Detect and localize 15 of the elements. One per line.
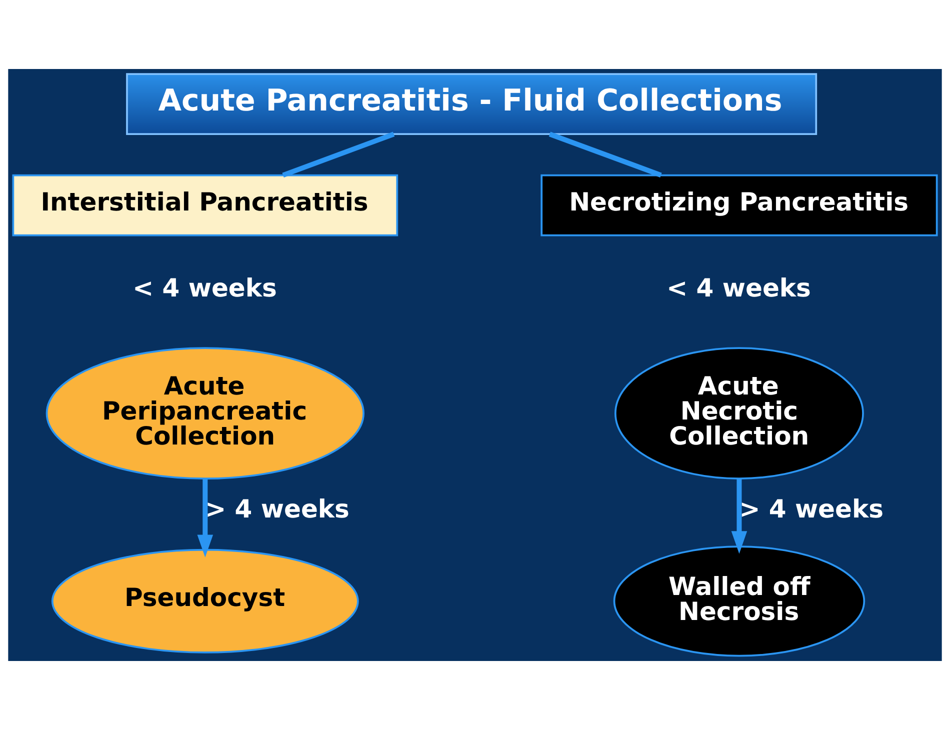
arrow <box>731 478 748 554</box>
node-ellipse: Pseudocyst <box>51 548 359 653</box>
label: < 4 weeks <box>132 273 277 302</box>
node-ellipse: Acute Peripancreatic Collection <box>46 346 364 479</box>
node-ellipse: Acute Necrotic Collection <box>614 346 864 479</box>
connector <box>282 131 395 178</box>
node-ellipse: Walled off Necrosis <box>613 545 866 656</box>
edge-label: > 4 weeks <box>205 494 350 524</box>
node-box: Interstitial Pancreatitis <box>12 174 398 236</box>
connector <box>548 131 662 178</box>
node-box: Acute Pancreatitis - Fluid Collections <box>126 72 818 134</box>
arrow <box>197 478 214 557</box>
node-box: Necrotizing Pancreatitis <box>540 174 938 236</box>
edge-label: > 4 weeks <box>739 494 884 524</box>
label: < 4 weeks <box>666 273 811 302</box>
